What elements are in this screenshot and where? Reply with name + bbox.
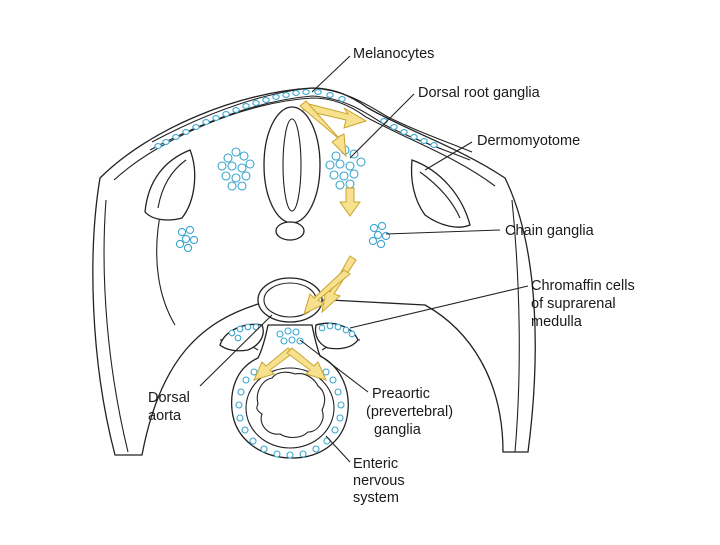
label-enteric-line-2: nervous: [353, 473, 405, 489]
label-preaortic-line-2: (prevertebral): [366, 404, 453, 420]
label-dorsal-aorta-line-1: Dorsal: [148, 390, 190, 406]
label-enteric: Enteric nervous system: [353, 456, 409, 506]
label-dorsal-aorta: Dorsal aorta: [148, 390, 194, 424]
leader-dorsal-root-ganglia: [349, 93, 415, 159]
leader-lines: [199, 55, 529, 463]
label-preaortic-line-3: ganglia: [374, 422, 422, 438]
label-dermomyotome: Dermomyotome: [477, 133, 580, 149]
gut-tube: [219, 324, 361, 459]
label-chromaffin-line-2: of suprarenal: [531, 296, 616, 312]
label-chromaffin: Chromaffin cells of suprarenal medulla: [531, 278, 639, 330]
label-dorsal-root-ganglia: Dorsal root ganglia: [418, 85, 541, 101]
label-chain-ganglia: Chain ganglia: [505, 223, 595, 239]
surface-ectoderm: [149, 87, 473, 161]
label-melanocytes: Melanocytes: [353, 46, 434, 62]
leader-chain-ganglia: [385, 229, 501, 235]
melanocyte-precursor-cells: [154, 89, 438, 149]
migration-arrows: [253, 100, 368, 381]
label-dorsal-aorta-line-2: aorta: [148, 408, 182, 424]
label-chromaffin-line-3: medulla: [531, 314, 583, 330]
leader-dermomyotome: [424, 141, 473, 171]
dorsal-root-ganglion-left: [217, 147, 255, 191]
label-dermomyotome-line-1: Dermomyotome: [477, 133, 580, 149]
preaortic-ganglia-cells: [276, 327, 304, 345]
label-chain-ganglia-line-1: Chain ganglia: [505, 223, 595, 239]
leader-chromaffin: [349, 285, 529, 329]
suprarenal-left: [219, 323, 264, 352]
leader-preaortic: [299, 339, 369, 393]
leader-melanocytes: [311, 55, 351, 93]
arrow-to-gut-left: [253, 347, 294, 381]
dermomyotome-left: [144, 149, 196, 221]
enteric-neural-crest-cells: [235, 368, 345, 459]
arrow-to-dorsal-root-ganglia: [299, 100, 347, 158]
label-enteric-line-1: Enteric: [353, 456, 398, 472]
label-dorsal-root-ganglia-line-1: Dorsal root ganglia: [418, 85, 541, 101]
arrow-to-chain-ganglia: [339, 187, 361, 217]
arrow-to-preaortic: [303, 269, 351, 315]
label-enteric-line-3: system: [353, 490, 399, 506]
arrow-to-suprarenal: [321, 255, 357, 314]
neural-tube: [263, 106, 321, 224]
chain-ganglion-left: [175, 225, 199, 253]
label-preaortic: Preaortic (prevertebral) ganglia: [366, 386, 457, 438]
notochord: [275, 221, 305, 241]
label-chromaffin-line-1: Chromaffin cells: [531, 278, 635, 294]
arrow-to-gut-right: [286, 347, 327, 381]
dermomyotome-right: [410, 159, 471, 228]
chain-ganglion-right: [368, 221, 391, 249]
suprarenal-right: [314, 322, 359, 350]
leader-enteric: [325, 435, 351, 463]
label-preaortic-line-1: Preaortic: [372, 386, 430, 402]
label-melanocytes-line-1: Melanocytes: [353, 46, 434, 62]
dorsal-root-ganglion-right: [325, 145, 366, 190]
leader-dorsal-aorta: [199, 314, 273, 387]
